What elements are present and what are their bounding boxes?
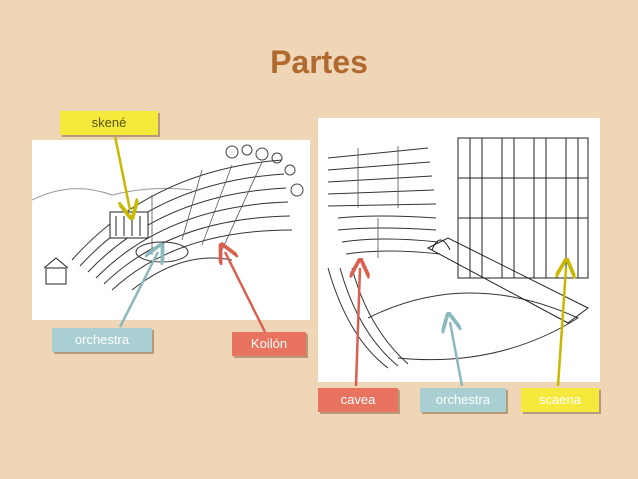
- skene-label: skené: [60, 111, 158, 135]
- scaena-pointer: [558, 268, 566, 387]
- orchestra-left-pointer: [118, 252, 158, 328]
- greek-theatre-drawing: [32, 140, 310, 320]
- skene-pointer: [113, 135, 130, 210]
- cavea-label: cavea: [318, 388, 398, 412]
- orchestra-right-pointer: [450, 322, 464, 387]
- cavea-pointer: [356, 268, 360, 387]
- orchestra-left-label: orchestra: [52, 328, 152, 352]
- orchestra-right-label: orchestra: [420, 388, 506, 412]
- roman-theatre-drawing: [318, 118, 600, 382]
- slide-title: Partes: [270, 44, 368, 80]
- koilon-pointer: [225, 252, 267, 333]
- koilon-label: Koilón: [232, 332, 306, 356]
- scaena-label: scaena: [521, 388, 599, 412]
